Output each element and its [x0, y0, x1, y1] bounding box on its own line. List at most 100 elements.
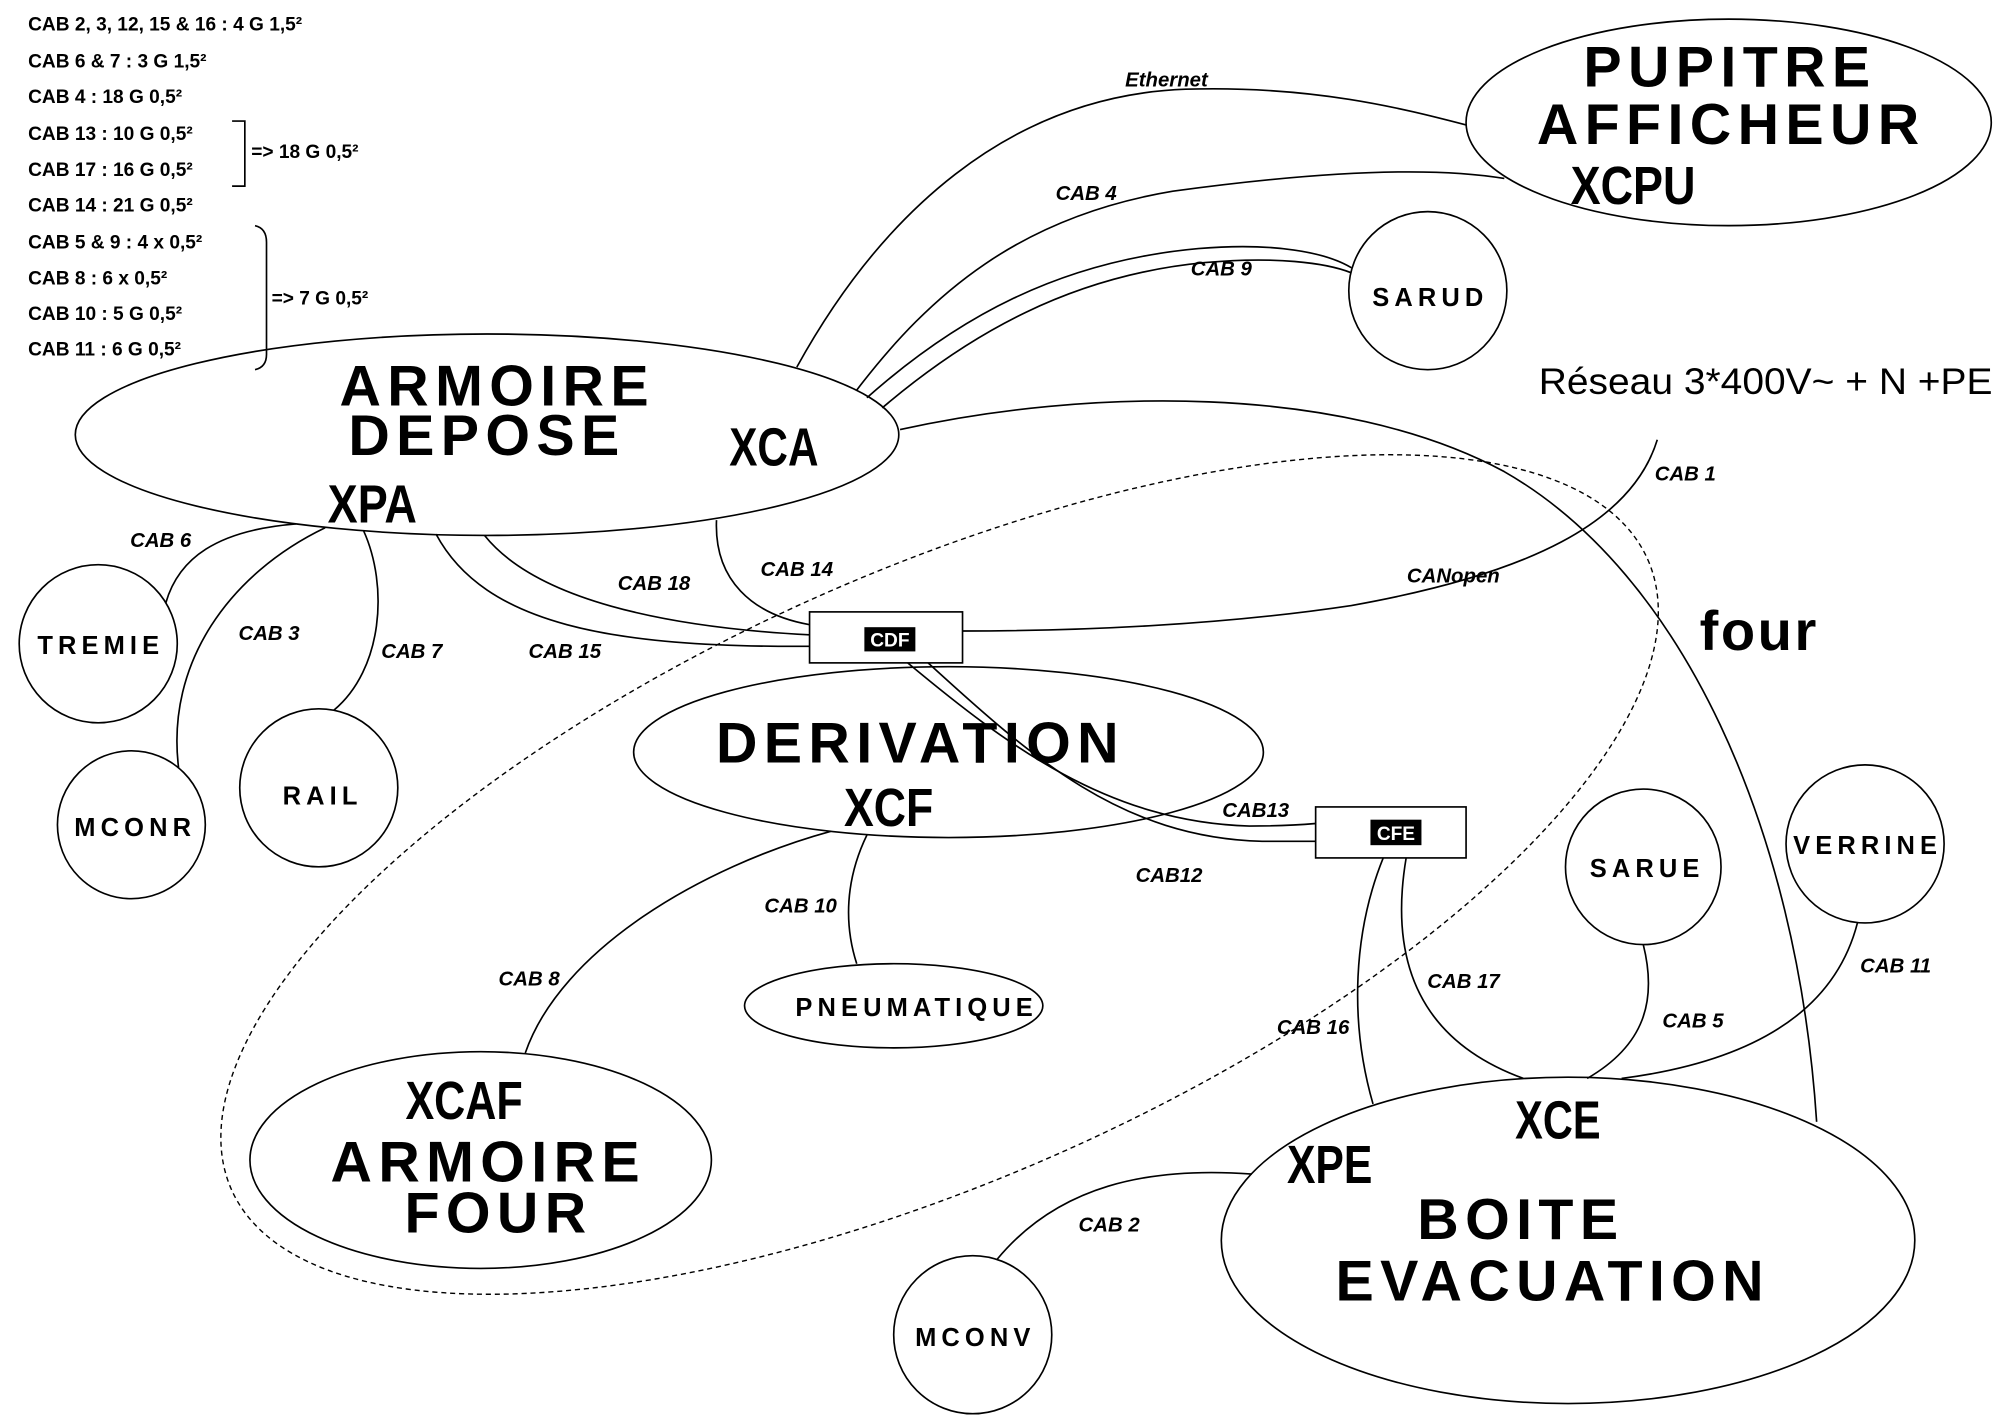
armoire-depose-outline [74, 333, 900, 537]
rail-label: RAIL [283, 782, 363, 810]
connector-label-xpe: XPE [1287, 1136, 1372, 1195]
connector-label-xca: XCA [729, 418, 818, 477]
cab-9-line [881, 259, 1352, 409]
cab-18-label: CAB 18 [618, 573, 691, 595]
legend-line: CAB 17 : 16 G 0,5² [28, 160, 193, 181]
cab-15-label: CAB 15 [529, 641, 602, 663]
cab-12-label: CAB12 [1136, 865, 1203, 887]
cdf-label: CDF [870, 630, 909, 651]
cab-18-line [483, 534, 810, 636]
mconr-outline [56, 750, 207, 900]
cab-2-label: CAB 2 [1079, 1214, 1141, 1236]
legend-group-total: => 7 G 0,5² [272, 289, 369, 310]
cable-labels: Ethernet CANopen CAB 4 CAB 9 CAB 1 CAB 1… [130, 70, 1931, 1237]
pupitre-afficheur-outline [1465, 18, 1993, 227]
cab-17-line [1400, 857, 1524, 1080]
legend-line: CAB 13 : 10 G 0,5² [28, 124, 193, 145]
connector-label-xcaf: XCAF [405, 1072, 522, 1131]
pupitre-afficheur-title: AFFICHEUR [1537, 93, 1926, 157]
cab-8-label: CAB 8 [499, 968, 561, 990]
cables [165, 88, 1859, 1261]
rail-outline [238, 707, 399, 868]
cab-3-line [176, 527, 326, 768]
verrine-outline [1785, 764, 1945, 924]
cab-5-label: CAB 5 [1662, 1010, 1724, 1032]
cab-7-line [333, 529, 379, 711]
legend-bracket [254, 224, 268, 371]
cab-9-label: CAB 9 [1191, 258, 1253, 280]
legend-line: CAB 4 : 18 G 0,5² [28, 87, 182, 108]
cab-13-label: CAB13 [1222, 800, 1289, 822]
armoire-four-title: ARMOIRE [331, 1131, 646, 1195]
mconv-label: MCONV [915, 1324, 1035, 1352]
legend-line: CAB 6 & 7 : 3 G 1,5² [28, 52, 206, 73]
connector-label-xcf: XCF [844, 779, 933, 838]
legend-line: CAB 2, 3, 12, 15 & 16 : 4 G 1,5² [28, 15, 302, 36]
derivation-title: DERIVATION [716, 711, 1125, 775]
verrine-label: VERRINE [1793, 832, 1942, 860]
equipment-labels: ARMOIRE DEPOSE XCA XPA PUPITRE AFFICHEUR… [37, 36, 1942, 1352]
tremie-label: TREMIE [37, 632, 164, 660]
mconv-outline [892, 1254, 1053, 1415]
cab-5-line [1586, 944, 1650, 1080]
cab-14-line [715, 520, 810, 626]
armoire-depose-title: ARMOIRE [339, 354, 654, 418]
legend-bracket [232, 120, 246, 187]
cab-12-line [927, 662, 1316, 843]
equipment: CDF CFE [18, 18, 1993, 1415]
cab-16-line [1356, 857, 1384, 1105]
armoire-depose-title: DEPOSE [348, 404, 625, 468]
sarue-label: SARUE [1590, 855, 1705, 883]
pneumatique-outline [743, 962, 1044, 1049]
cab-1-label: CAB 1 [1655, 464, 1716, 486]
cab-13-line [907, 662, 1316, 827]
cab-10-label: CAB 10 [764, 896, 837, 918]
legend-group-total: => 18 G 0,5² [251, 142, 358, 163]
cab-7-label: CAB 7 [381, 641, 444, 663]
connector-label-xcpu: XCPU [1571, 157, 1696, 216]
cab-6-label: CAB 6 [130, 530, 192, 552]
boite-evacuation-title: EVACUATION [1336, 1249, 1770, 1313]
cab-9-line [866, 245, 1352, 399]
connector-label-xpa: XPA [328, 476, 417, 535]
cab-8-line [524, 830, 832, 1054]
cable-legend: CAB 2, 3, 12, 15 & 16 : 4 G 1,5² CAB 6 &… [28, 15, 369, 371]
cab-6-line [165, 523, 296, 604]
armoire-four-title: FOUR [405, 1182, 593, 1246]
cab-4-label: CAB 4 [1056, 183, 1117, 205]
power-supply-label: Réseau 3*400V~ + N +PE [1539, 361, 1993, 402]
canopen-bus-line [899, 400, 1818, 1122]
cab-11-label: CAB 11 [1860, 956, 1931, 978]
four-zone-boundary [220, 454, 1660, 1295]
legend-line: CAB 11 : 6 G 0,5² [28, 340, 181, 361]
cab-17-label: CAB 17 [1427, 971, 1501, 993]
cab-3-label: CAB 3 [238, 623, 300, 645]
cab-15-line [435, 533, 810, 648]
pneumatique-label: PNEUMATIQUE [795, 994, 1038, 1022]
armoire-four-outline [249, 1050, 713, 1270]
cab-1-line [962, 439, 1659, 632]
cfe-label-background [1370, 819, 1422, 846]
canopen-bus-label: CANopen [1407, 566, 1500, 588]
cdf-junction-box: CDF [808, 611, 964, 664]
cfe-junction-box: CFE [1314, 806, 1467, 859]
cdf-label-background [864, 627, 916, 652]
mconr-label: MCONR [74, 814, 196, 842]
sarud-label: SARUD [1372, 284, 1488, 312]
cab-16-label: CAB 16 [1277, 1017, 1350, 1039]
cab-10-line [847, 834, 868, 964]
cab-2-line [996, 1171, 1252, 1261]
boite-evacuation-outline [1220, 1076, 1916, 1405]
derivation-outline [632, 665, 1265, 839]
boite-evacuation-title: BOITE [1417, 1188, 1624, 1252]
cab-4-line [856, 171, 1505, 391]
cfe-label: CFE [1377, 824, 1415, 845]
cab-14-label: CAB 14 [761, 559, 833, 581]
sarue-outline [1564, 788, 1722, 946]
legend-line: CAB 5 & 9 : 4 x 0,5² [28, 233, 202, 254]
legend-line: CAB 8 : 6 x 0,5² [28, 268, 167, 289]
sarud-outline [1347, 210, 1508, 371]
cab-11-line [1621, 922, 1859, 1080]
ethernet-cable-line [796, 88, 1467, 368]
